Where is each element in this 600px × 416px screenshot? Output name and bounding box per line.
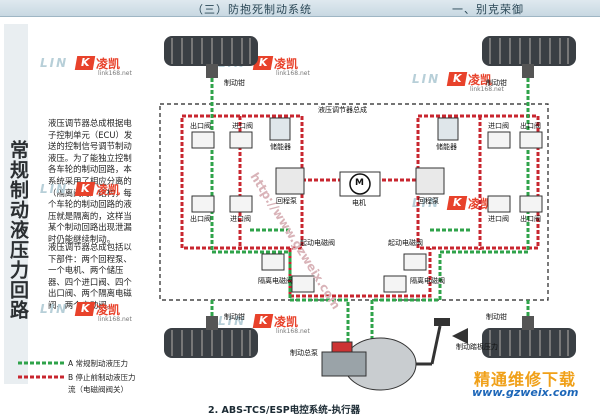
watermark-brand: 凌凯: [96, 303, 121, 317]
label-caliper-fr: 制动钳: [486, 79, 507, 87]
figure-caption: 2. ABS-TCS/ESP电控系统-执行器: [208, 405, 361, 416]
watermark-lin: LIN: [218, 314, 247, 328]
watermark-brand: 凌凯: [96, 183, 121, 197]
watermark-url: link168.net: [276, 70, 310, 77]
legend-b: B 停止前制动液压力: [68, 373, 136, 382]
label-outlet-valve-2: 出口阀: [520, 122, 541, 130]
tire-front-left: [164, 36, 258, 66]
isolation-valve-1: [291, 275, 315, 293]
page-header: （三）防抱死制动系统 一、别克荣御: [0, 0, 600, 17]
watermark-lin: LIN: [40, 302, 69, 316]
outlet-valve-1: [191, 131, 215, 149]
watermark-brand: 凌凯: [274, 57, 299, 71]
outlet-valve-2: [519, 131, 543, 149]
watermark-brand: 凌凯: [274, 315, 299, 329]
master-cylinder: [321, 337, 417, 391]
site-name: 精通维修下载: [474, 370, 577, 389]
watermark-lin: LIN: [412, 72, 441, 86]
label-caliper-fl: 制动钳: [224, 79, 245, 87]
section-title: （三）防抱死制动系统: [192, 3, 312, 16]
label-isolation-valve-1: 隔离电磁阀: [258, 277, 293, 285]
legend-b-note: 流（电磁阀阀关）: [68, 385, 128, 394]
watermark-url: link168.net: [98, 70, 132, 77]
label-outlet-valve-4: 出口阀: [520, 215, 541, 223]
label-motor: 电机: [352, 199, 366, 207]
caliper-fl: [206, 64, 218, 78]
valve-group: [191, 131, 543, 293]
side-title: 常规制动液压力回路: [7, 140, 29, 320]
side-bar: [4, 24, 28, 384]
label-caliper-rl: 制动钳: [224, 313, 245, 321]
caliper-rr: [522, 316, 534, 330]
inlet-valve-3: [229, 195, 253, 213]
accumulator-group: [269, 117, 459, 141]
tire-front-right: [482, 36, 576, 66]
inlet-valve-2: [487, 131, 511, 149]
label-inlet-valve-2: 进口阀: [488, 122, 509, 130]
legend-a: A 常规制动液压力: [68, 359, 129, 368]
watermark-brand: 凌凯: [96, 57, 121, 71]
label-master-cylinder: 制动总泵: [290, 349, 318, 357]
watermark-url: link168.net: [98, 316, 132, 323]
watermark-url: link168.net: [276, 328, 310, 335]
inlet-valve-4: [487, 195, 511, 213]
brake-pedal: [416, 318, 468, 366]
inlet-valve-1: [229, 131, 253, 149]
tire-rear-left: [164, 328, 258, 358]
caliper-rl: [206, 316, 218, 330]
label-inlet-valve-4: 进口阀: [488, 215, 509, 223]
watermark-url: link168.net: [470, 86, 504, 93]
prime-valve-1: [261, 253, 285, 271]
label-accumulator-1: 储能器: [270, 143, 291, 151]
tire-rear-right: [482, 328, 576, 358]
label-assembly: 液压调节器总成: [318, 106, 367, 114]
watermark-lin: LIN: [40, 182, 69, 196]
green-circuit: [210, 78, 530, 350]
label-return-pump-2: 回程泵: [418, 197, 439, 205]
label-caliper-rr: 制动钳: [486, 313, 507, 321]
watermark-brand: 凌凯: [468, 73, 493, 87]
isolation-valve-2: [383, 275, 407, 293]
caliper-fr: [522, 64, 534, 78]
label-isolation-valve-2: 隔离电磁阀: [410, 277, 445, 285]
outlet-valve-4: [519, 195, 543, 213]
label-prime-valve-1: 起动电磁阀: [300, 239, 335, 247]
label-inlet-valve-3: 进口阀: [230, 215, 251, 223]
label-outlet-valve-3: 出口阀: [190, 215, 211, 223]
motor-icon: [339, 171, 381, 197]
label-return-pump-1: 回程泵: [276, 197, 297, 205]
label-brake-pedal: 制动踏板压力: [456, 343, 498, 351]
watermark-lin: LIN: [40, 56, 69, 70]
motor-symbol: M: [355, 178, 364, 188]
outlet-valve-3: [191, 195, 215, 213]
label-prime-valve-2: 起动电磁阀: [388, 239, 423, 247]
label-inlet-valve-1: 进口阀: [232, 122, 253, 130]
label-outlet-valve-1: 出口阀: [190, 122, 211, 130]
return-pump-group: [275, 167, 445, 195]
prime-valve-2: [403, 253, 427, 271]
modulator-housing: [159, 103, 549, 301]
site-url: www.gzweix.com: [472, 386, 579, 399]
label-accumulator-2: 储能器: [436, 143, 457, 151]
chapter-title: 一、别克荣御: [452, 3, 524, 16]
